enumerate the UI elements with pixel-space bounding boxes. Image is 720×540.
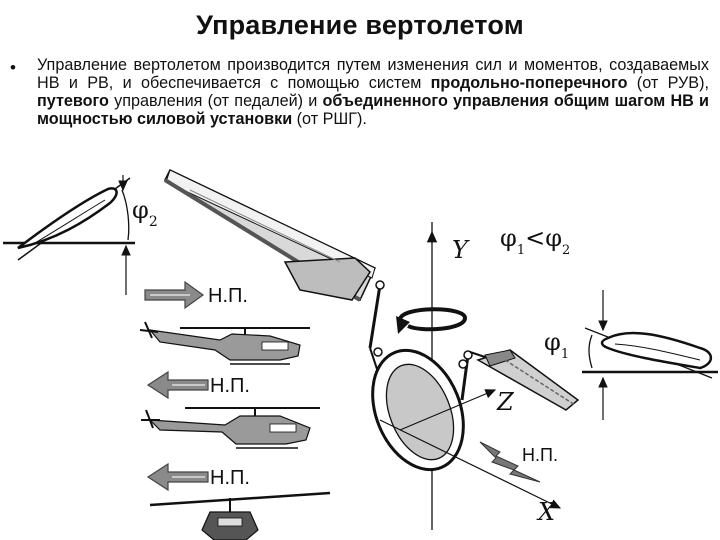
slide-title: Управление вертолетом — [0, 10, 720, 41]
paragraph-bold-2: путевого — [37, 92, 109, 110]
phi1-label: φ1 — [544, 328, 569, 362]
flow-arrow-1-icon — [145, 282, 203, 308]
paragraph-text-3: управления (от педалей) и — [109, 92, 323, 110]
flow-arrow-3-icon — [148, 464, 208, 490]
body-paragraph: Управление вертолетом производится путем… — [37, 56, 709, 128]
paragraph-text-2: (от РУВ), — [627, 74, 709, 92]
rotation-arrow-icon — [396, 309, 465, 334]
np-label-right: Н.П. — [522, 445, 558, 465]
phi2-label: φ2 — [132, 196, 158, 230]
helicopter-front-view-icon — [150, 493, 330, 540]
helicopter-control-diagram: φ2 Y φ1<φ2 — [0, 160, 720, 540]
helicopter-side-view-1-icon — [140, 322, 310, 364]
phi-relation-label: φ1<φ2 — [500, 224, 570, 258]
axis-z-label: Z — [496, 388, 515, 416]
np-label-1: Н.П. — [208, 285, 248, 307]
axis-y-label: Y — [452, 236, 470, 264]
rotor-blade-upper — [165, 170, 375, 300]
helicopter-side-view-2-icon — [141, 408, 320, 448]
paragraph-bold-1: продольно-поперечного — [431, 74, 628, 92]
airfoil-phi2 — [3, 175, 135, 295]
paragraph-text-4: (от РШГ). — [292, 110, 367, 128]
np-label-3: Н.П. — [210, 467, 250, 489]
axis-x-label: X — [536, 498, 556, 526]
airfoil-phi1 — [582, 290, 718, 420]
bullet-marker: • — [10, 58, 16, 78]
flow-arrow-2-icon — [148, 372, 208, 398]
np-label-2: Н.П. — [210, 375, 250, 397]
